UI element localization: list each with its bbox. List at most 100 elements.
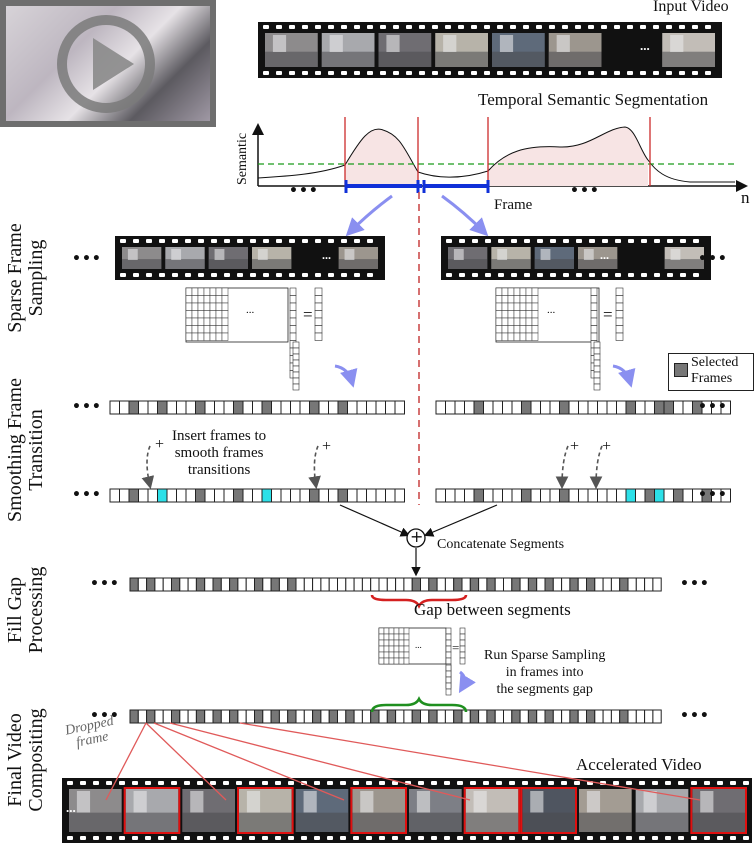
matrix-left-vector-tail-cell	[292, 371, 300, 379]
input-video-filmstrip-hole	[432, 71, 438, 75]
left-film-ellipsis: ...	[322, 248, 331, 262]
right-segment-filmstrip-frame-sky	[670, 249, 681, 260]
matrix-left-cell	[209, 332, 217, 341]
strip-insert-left-cell	[356, 488, 367, 503]
strip-concat-cell	[237, 577, 247, 592]
accelerated-video-filmstrip-hole	[717, 836, 723, 840]
matrix-right-result-cell	[615, 302, 624, 311]
video-thumbnail[interactable]	[0, 0, 216, 127]
strip-concat-cell	[345, 577, 355, 592]
strip-smooth-right-cell	[521, 400, 532, 415]
accelerated-video-filmstrip-hole	[665, 781, 671, 785]
accelerated-video-filmstrip-frame-sky	[416, 791, 431, 813]
accelerated-video-filmstrip-frame-sky	[360, 791, 374, 813]
play-icon[interactable]	[0, 0, 216, 127]
strip-insert-right-cell	[464, 488, 475, 503]
strip-final-cell	[154, 709, 164, 724]
accelerated-video-filmstrip-hole	[574, 836, 580, 840]
matrix-right-cell	[513, 317, 521, 326]
strip-insert-left-cell	[242, 488, 253, 503]
strip-insert-right-cell	[635, 488, 646, 503]
left-segment-filmstrip-hole	[224, 273, 230, 277]
input-video-filmstrip-hole	[458, 25, 464, 29]
section-final-video-compositing: Final Video Compositing	[4, 708, 47, 812]
input-video-filmstrip-hole	[705, 71, 711, 75]
right-segment-filmstrip-hole	[511, 273, 517, 277]
matrix-right-dots: ...	[547, 304, 556, 316]
input-video-filmstrip-hole	[380, 25, 386, 29]
accelerated-video-filmstrip-frame-ground	[579, 812, 632, 832]
strip-insert-left-cell	[233, 488, 244, 503]
strip-smooth-right-cell	[673, 400, 684, 415]
composite-link-0	[105, 722, 147, 801]
right-segment-filmstrip-hole	[693, 273, 699, 277]
strip-smooth-left-cell	[147, 400, 158, 415]
strip-concat-cell	[652, 577, 662, 592]
matrix-left-cell	[215, 310, 223, 319]
right-segment-filmstrip-hole	[576, 239, 582, 243]
accelerated-video-filmstrip-hole	[158, 836, 164, 840]
strip-concat-cell	[162, 577, 172, 592]
strip-insert-left-cell	[261, 488, 272, 503]
ellipsis-smooth-right: •••	[698, 399, 728, 415]
matrix-left-cell	[197, 332, 205, 341]
input-video-filmstrip-hole	[432, 25, 438, 29]
matrix-right-cell	[507, 302, 515, 311]
matrix-left-cell	[191, 325, 199, 334]
matrix-left-cell	[191, 310, 199, 319]
left-segment-filmstrip-hole	[263, 273, 269, 277]
matrix-gap-cell	[393, 627, 400, 635]
matrix-left-cell	[197, 317, 205, 326]
strip-insert-left-cell	[271, 488, 282, 503]
strip-final-cell	[503, 709, 513, 724]
strip-final-cell	[312, 709, 322, 724]
matrix-left-cell	[215, 302, 223, 311]
accelerated-video-filmstrip-hole	[444, 836, 450, 840]
strip-final-cell	[328, 709, 339, 724]
right-segment-filmstrip-frame-sky	[540, 249, 551, 260]
strip-concat-cell	[395, 577, 405, 592]
ellipsis-smooth-left: •••	[72, 399, 102, 415]
input-video-filmstrip-hole	[549, 71, 555, 75]
matrix-left-cell	[221, 287, 229, 296]
right-segment-filmstrip-hole	[446, 273, 452, 277]
matrix-left-cell	[215, 295, 223, 304]
matrix-gap-result-cell	[459, 651, 466, 659]
accelerated-video-filmstrip-frame-ground	[69, 812, 122, 832]
left-segment-filmstrip-hole	[315, 273, 321, 277]
right-segment-filmstrip-frame-ground	[491, 259, 531, 269]
matrix-left-vector-tail-cell	[292, 341, 300, 349]
strip-smooth-left-cell	[252, 400, 263, 415]
matrix-left-cell	[197, 295, 205, 304]
right-segment-filmstrip-frame-sky	[453, 249, 464, 260]
input-video-filmstrip-hole	[640, 71, 646, 75]
strip-smooth-right-cell	[559, 400, 570, 415]
left-segment-filmstrip-hole	[354, 239, 360, 243]
strip-insert-right-cell	[559, 488, 570, 503]
arrow-to-right-segment	[441, 194, 489, 237]
accelerated-video-filmstrip-hole	[171, 781, 177, 785]
accelerated-video-filmstrip-hole	[509, 781, 515, 785]
strip-final-cell	[428, 709, 438, 724]
input-video-filmstrip-hole	[393, 25, 399, 29]
accelerated-video-filmstrip-hole	[184, 836, 190, 840]
section-fill-gap-processing: Fill Gap Processing	[4, 566, 47, 654]
matrix-gap-cell	[378, 645, 385, 653]
strip-smooth-left-cell	[328, 400, 339, 415]
left-segment-filmstrip-hole	[237, 273, 243, 277]
composite-link-2	[153, 722, 345, 801]
matrix-gap-cell	[403, 639, 410, 647]
matrix-gap-result-cell	[459, 657, 466, 665]
matrix-left-cell	[221, 302, 229, 311]
strip-concat-cell	[204, 577, 214, 592]
accelerated-video-filmstrip-frame-ground	[239, 812, 292, 832]
input-video-filmstrip-hole	[315, 25, 321, 29]
accelerated-video-filmstrip-hole	[132, 781, 138, 785]
strip-final-cell	[229, 709, 239, 724]
ellipsis-film-left: •••	[72, 251, 102, 267]
input-video-filmstrip-hole	[406, 71, 412, 75]
matrix-right-cell	[531, 332, 539, 341]
accelerated-video-filmstrip-hole	[665, 836, 671, 840]
accelerated-video-filmstrip-frame-dropped	[237, 787, 294, 834]
right-segment-filmstrip-hole	[511, 239, 517, 243]
